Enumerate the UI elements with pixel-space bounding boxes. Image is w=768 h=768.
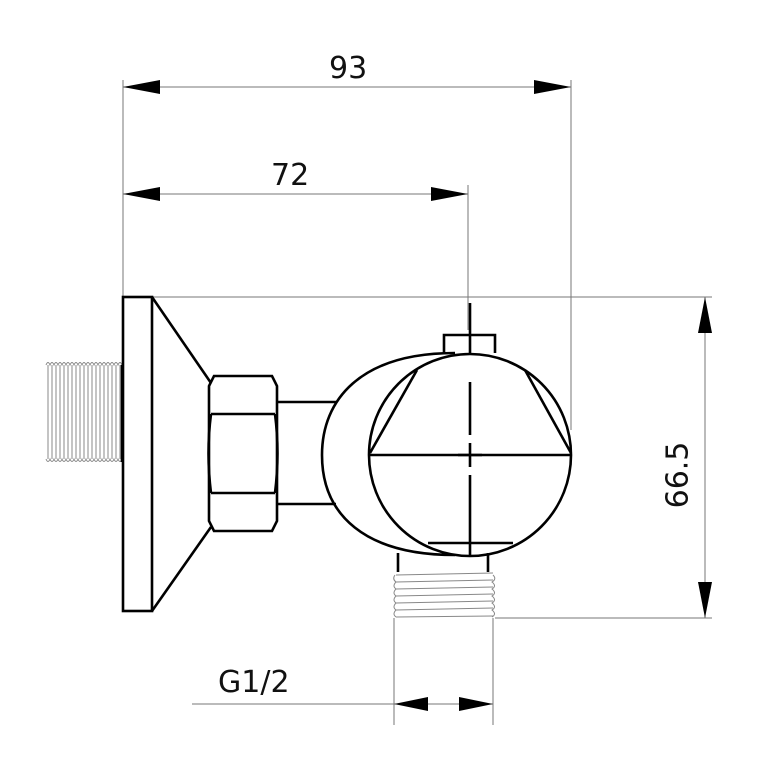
valve-body — [320, 333, 573, 558]
dimension-g1-2 — [192, 618, 494, 725]
dimension-label-72: 72 — [271, 158, 310, 193]
dimension-66-5 — [152, 296, 712, 619]
dimension-label-g1-2: G1/2 — [218, 665, 290, 700]
inlet-thread — [45, 362, 124, 462]
wall-flange — [121, 295, 213, 613]
center-mark — [458, 303, 482, 555]
dimension-label-66-5: 66.5 — [660, 441, 696, 509]
dimension-93 — [122, 80, 572, 430]
hex-nut — [207, 374, 279, 533]
dimension-label-93: 93 — [329, 51, 368, 86]
dimension-72 — [123, 185, 469, 330]
body-pipe — [277, 400, 336, 506]
outlet-thread — [393, 553, 496, 618]
